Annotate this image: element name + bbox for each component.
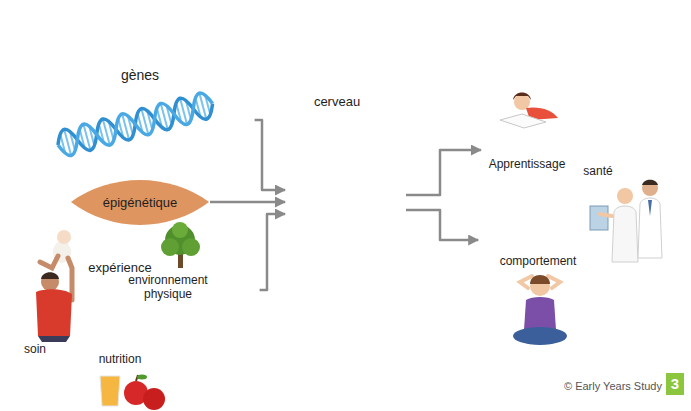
node-label: Apprentissage — [489, 158, 566, 172]
arrow-connector — [406, 210, 478, 240]
learning-circle: Apprentissage — [480, 85, 590, 195]
edition-badge: 3 — [666, 373, 684, 395]
arrow-connector — [260, 214, 285, 290]
brain-fold — [335, 137, 347, 160]
node-label: soin — [24, 343, 46, 357]
parent-and-baby — [36, 230, 72, 342]
circle-outline — [20, 180, 260, 411]
dna-helix — [55, 91, 217, 158]
circle-outline — [480, 85, 590, 195]
circle-shape — [25, 0, 255, 225]
doctors — [590, 180, 662, 262]
brain-outline — [275, 92, 410, 250]
epigenetics-overlap: épigénétique — [70, 180, 210, 225]
overlap-shape — [71, 180, 209, 225]
copyright: © Early Years Study — [564, 380, 662, 393]
node-label: nutrition — [99, 353, 142, 367]
circle-outline — [478, 185, 598, 305]
behaviour-circle: comportement — [478, 185, 598, 305]
brain-fold — [380, 152, 397, 170]
brain-stem — [337, 214, 355, 244]
arrow-connector — [210, 201, 285, 204]
circle-shape — [478, 185, 598, 305]
node-label: environnement physique — [121, 274, 216, 302]
brain-fold — [300, 150, 355, 162]
circle-shape — [20, 180, 260, 411]
brain-fold — [360, 191, 387, 197]
arrow-connector — [255, 120, 285, 190]
circle-shape — [542, 137, 658, 253]
circle-outline — [542, 137, 658, 253]
node-label: épigénétique — [103, 196, 177, 211]
node-label: santé — [583, 165, 612, 179]
cerebellum — [300, 206, 342, 230]
node-label: gènes — [121, 67, 159, 83]
juice-and-apples — [100, 375, 165, 411]
circle-shape — [480, 85, 590, 195]
tree — [161, 222, 200, 268]
brain-fold — [320, 198, 347, 201]
node-label: cerveau — [314, 95, 360, 110]
environment-circle: expérienceenvironnement physiquesoinnutr… — [20, 180, 260, 411]
child-reading — [500, 93, 558, 129]
health-circle: santé — [542, 137, 658, 253]
arrow-connector — [406, 150, 481, 195]
brain-fold — [295, 176, 353, 187]
brain: cerveau — [275, 92, 410, 250]
brain-fold — [365, 137, 385, 184]
brain-fold — [310, 180, 370, 192]
brain-shape — [285, 123, 406, 229]
child-sitting — [513, 275, 567, 345]
node-label: comportement — [500, 255, 577, 269]
